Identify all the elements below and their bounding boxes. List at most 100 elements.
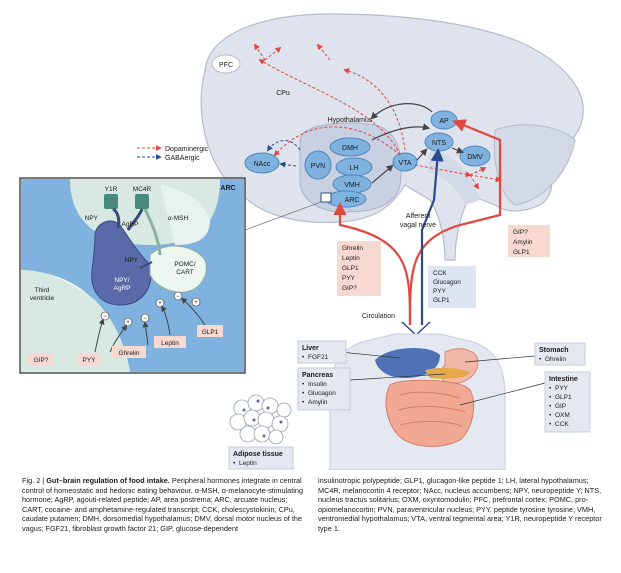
pomc-cart-neuron-label-2: CART [176, 269, 194, 276]
brain-nuclei [211, 54, 491, 208]
intestine-item-4: OXM [555, 412, 570, 419]
afferent-label-2: vagal nerve [400, 222, 436, 229]
sign-5: − [176, 294, 180, 300]
caption-figure-label: Fig. 2 | [22, 476, 47, 485]
adipose-tissue-cluster [229, 394, 292, 445]
intestine-item-2: GLP1 [555, 394, 572, 401]
circulation-pathways [333, 119, 502, 326]
npy-mid-label: NPY [125, 257, 139, 264]
pancreas-title: Pancreas [302, 372, 333, 379]
hormone-list-to-arc: Ghrelin Leptin GLP1 PYY GIP? [337, 241, 381, 296]
intestine-bullet-3: • [549, 403, 552, 410]
to-ap-item-2: Amylin [513, 239, 533, 246]
nacc-nucleus [244, 152, 280, 174]
vta-nucleus [392, 152, 418, 172]
adipose-title: Adipose tissue [233, 451, 283, 458]
hormone-list-to-ap: GIP? Amylin GLP1 [508, 225, 550, 257]
intestine-title: Intestine [549, 376, 578, 383]
intestine-box: Intestine • PYY • GLP1 • GIP • OXM • CCK [544, 371, 591, 433]
arc-hormone-pyy-label: PYY [82, 357, 96, 364]
to-arc-item-1: Ghrelin [342, 245, 363, 252]
dopaminergic-projections [254, 43, 502, 190]
ap-label: AP [439, 118, 449, 125]
stomach-bullet-1: • [539, 356, 542, 363]
arc-hormone-ghrelin [112, 346, 146, 358]
arc-hormone-glp1-label: GLP1 [202, 329, 219, 336]
sign-2: + [126, 320, 130, 326]
intestine-item-1: PYY [555, 385, 569, 392]
nacc-label: NAcc [254, 161, 271, 168]
liver-item-1: FGF21 [308, 354, 329, 361]
arc-inset-title: ARC [220, 185, 235, 192]
arc-hormone-pyy [78, 353, 100, 365]
y1r-receptor [104, 194, 118, 209]
liver-title: Liver [302, 345, 319, 352]
mc4r-label: MC4R [133, 186, 152, 193]
pancreas-item-3: Amylin [308, 399, 328, 406]
arc-hormone-ghrelin-label: Ghrelin [119, 350, 140, 357]
arc-hormone-leptin [154, 336, 186, 348]
legend-dopaminergic: Dopaminergic [165, 146, 209, 153]
gut-brain-diagram: PFC CPu Hypothalamus NAcc DMH PVN LH VMH… [19, 13, 591, 470]
vagal-item-2: Glucagon [433, 279, 461, 286]
pfc-label: PFC [219, 62, 233, 69]
sign-6: + [194, 300, 198, 306]
dmv-nucleus [459, 145, 491, 167]
sign-1: − [103, 314, 107, 320]
intestine-bullet-4: • [549, 412, 552, 419]
stomach-title: Stomach [539, 347, 569, 354]
arc-hormone-leptin-label: Leptin [161, 340, 179, 347]
caption-left-text: Peripheral hormones integrate in central… [22, 476, 303, 533]
npy-top-label: NPY [85, 215, 99, 222]
to-ap-item-1: GIP? [513, 229, 528, 236]
cpu-label: CPu [276, 90, 290, 97]
pancreas-shape [425, 367, 470, 379]
pvn-nucleus [304, 150, 332, 180]
pomc-cart-neuron-label-1: POMC/ [174, 261, 196, 268]
third-ventricle-label-2: ventricle [30, 295, 55, 302]
vagal-item-1: CCK [433, 270, 447, 277]
to-arc-item-4: PYY [342, 275, 356, 282]
arc-hormone-glp1 [197, 325, 223, 337]
arc-zoom-connector [244, 201, 322, 231]
arc-inset: ARC Y1R MC4R NPY AgRP α-MSH NPY NPY/ AgR… [19, 177, 246, 374]
pancreas-item-2: Glucagon [308, 390, 336, 397]
caption-right-column: insulinotropic polypeptide; GLP1, glucag… [318, 476, 603, 534]
adipose-bullet-1: • [233, 460, 236, 467]
nts-label: NTS [432, 140, 446, 147]
arc-focus-box [320, 192, 332, 203]
pvn-label: PVN [311, 163, 325, 170]
to-arc-item-3: GLP1 [342, 265, 359, 272]
intestine-bullet-1: • [549, 385, 552, 392]
sign-4: + [158, 301, 162, 307]
neural-projections [370, 103, 465, 184]
arc-hormone-gip-label: GIP? [34, 357, 49, 364]
pancreas-bullet-2: • [302, 390, 305, 397]
npy-agrp-neuron-label-1: NPY/ [114, 277, 129, 284]
liver-shape [375, 348, 440, 378]
dmh-label: DMH [342, 145, 358, 152]
pfc-region [211, 54, 241, 74]
intestine-item-5: CCK [555, 421, 569, 428]
liver-box: Liver • FGF21 [297, 340, 347, 364]
agrp-top-label: AgRP [122, 221, 139, 228]
circulation-label: Circulation [362, 313, 395, 320]
vagal-item-4: GLP1 [433, 297, 450, 304]
hormone-list-vagal: CCK Glucagon PYY GLP1 [428, 266, 476, 308]
caption-title: Gut–brain regulation of food intake. [46, 476, 170, 485]
third-ventricle-label-1: Third [35, 287, 50, 294]
to-arc-item-5: GIP? [342, 285, 357, 292]
hypothalamus-label: Hypothalamus [328, 117, 373, 124]
afferent-label-1: Afferent [406, 213, 430, 220]
arc-label: ARC [345, 197, 360, 204]
mc4r-receptor [135, 194, 149, 209]
dmv-label: DMV [467, 154, 483, 161]
vmh-label: VMH [344, 182, 360, 189]
to-ap-item-3: GLP1 [513, 249, 530, 256]
legend: Dopaminergic GABAergic [137, 145, 209, 162]
liver-item-bullet: • [302, 354, 305, 361]
adipose-item-1: Leptin [239, 460, 257, 467]
pancreas-bullet-1: • [302, 381, 305, 388]
to-arc-item-2: Leptin [342, 255, 360, 262]
alpha-msh-label: α-MSH [168, 215, 189, 222]
